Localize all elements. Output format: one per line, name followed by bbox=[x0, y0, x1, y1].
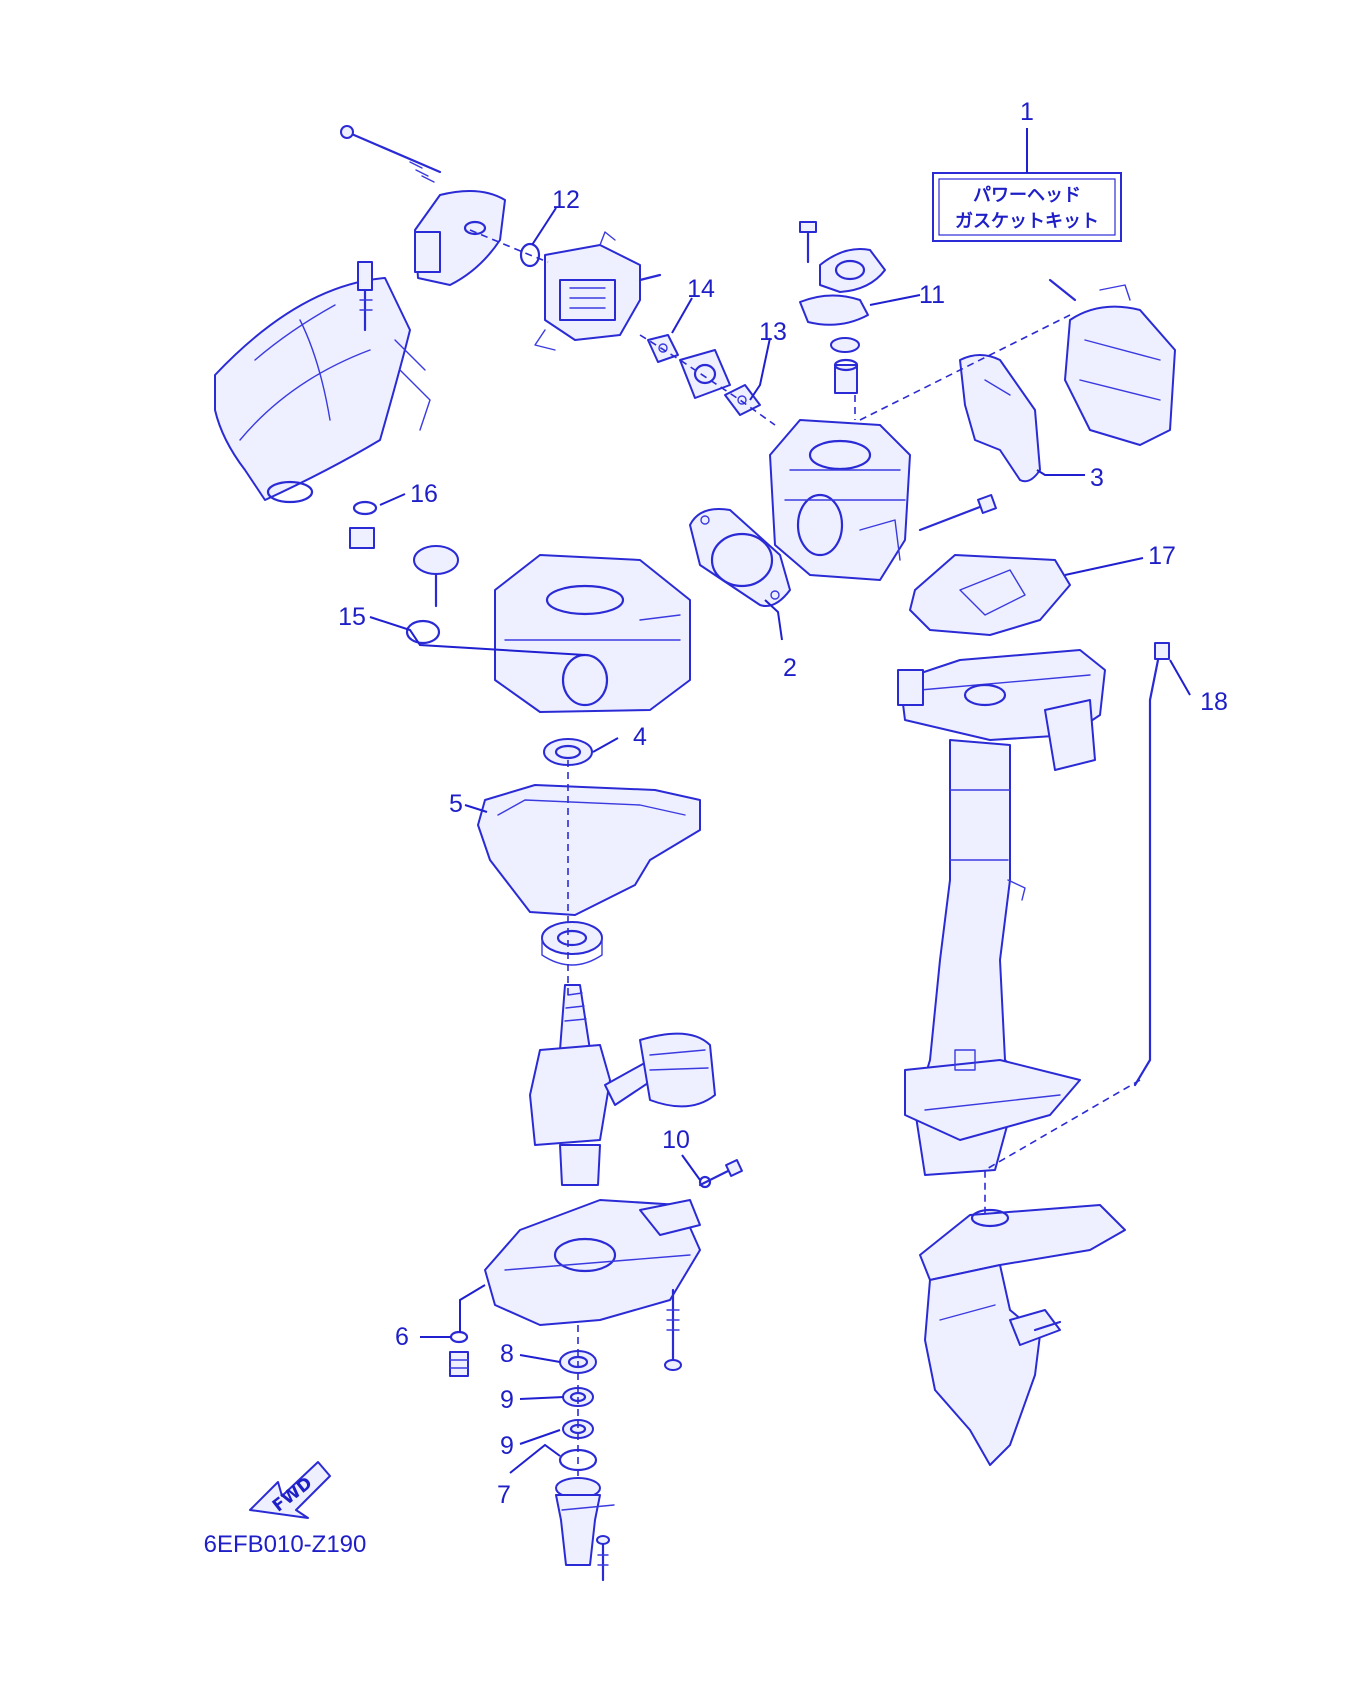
shift-rod-leader bbox=[984, 1079, 1141, 1215]
piston-connecting-rod bbox=[604, 1032, 716, 1108]
cylinder-bolt bbox=[918, 494, 997, 532]
fwd-arrow-icon: FWD bbox=[249, 1461, 331, 1519]
gasket-11 bbox=[799, 294, 869, 326]
shift-rod-18 bbox=[1133, 642, 1170, 1087]
callout-13: 13 bbox=[759, 318, 787, 346]
callout-7: 7 bbox=[497, 1481, 511, 1509]
crankcase-bolt bbox=[664, 1288, 682, 1371]
oil-plug bbox=[413, 545, 459, 608]
callout-4: 4 bbox=[633, 723, 647, 751]
callout-8: 8 bbox=[500, 1340, 514, 1368]
crankcase-lower bbox=[484, 1199, 701, 1326]
cover-sensor bbox=[357, 261, 373, 332]
cylinder-block bbox=[769, 419, 911, 581]
drain-bolt bbox=[449, 1351, 469, 1377]
flywheel-cover bbox=[214, 277, 431, 504]
callout-2: 2 bbox=[783, 654, 797, 682]
lower-unit bbox=[919, 1204, 1126, 1466]
callout-16: 16 bbox=[410, 480, 438, 508]
kit-label-line1: パワーヘッド bbox=[973, 185, 1081, 206]
intake-bracket bbox=[414, 190, 506, 286]
exhaust-guide bbox=[897, 649, 1106, 771]
carburetor bbox=[534, 231, 662, 351]
o-ring-12 bbox=[519, 242, 541, 268]
crankshaft bbox=[529, 984, 611, 1186]
crankcase-upper bbox=[494, 554, 691, 713]
callout-10: 10 bbox=[662, 1126, 690, 1154]
callout-9b: 9 bbox=[500, 1432, 514, 1460]
callout-15: 15 bbox=[338, 603, 366, 631]
callout-12: 12 bbox=[552, 186, 580, 214]
leader-lines bbox=[369, 128, 1191, 1474]
bearing-lower bbox=[541, 921, 603, 966]
seal-housing-bolt bbox=[596, 1535, 610, 1582]
thermostat-cap bbox=[830, 337, 860, 353]
assembly-line-cover bbox=[859, 314, 1071, 421]
diagram-code: 6EFB010-Z190 bbox=[204, 1531, 367, 1558]
head-gasket-2 bbox=[689, 508, 791, 607]
fuel-pump bbox=[799, 221, 886, 293]
callout-6: 6 bbox=[395, 1323, 409, 1351]
callout-1: 1 bbox=[1020, 98, 1034, 126]
callout-11: 11 bbox=[919, 281, 945, 309]
washer-16 bbox=[352, 500, 378, 516]
callout-5: 5 bbox=[449, 790, 463, 818]
washer-6 bbox=[449, 1330, 469, 1344]
exhaust-cover bbox=[1048, 278, 1176, 446]
upper-casing bbox=[904, 739, 1081, 1176]
gasket-17 bbox=[909, 554, 1071, 636]
screw-10 bbox=[698, 1159, 743, 1189]
seal-housing bbox=[555, 1477, 615, 1566]
assembly-line-intake bbox=[469, 229, 549, 263]
gasket-3 bbox=[959, 354, 1041, 483]
callout-9a: 9 bbox=[500, 1386, 514, 1414]
kit-label-line2: ガスケットキット bbox=[955, 211, 1099, 232]
intake-insulator bbox=[679, 349, 731, 399]
gasket-5 bbox=[477, 784, 701, 916]
callout-14: 14 bbox=[687, 275, 715, 303]
kit-label-box: パワーヘッド ガスケットキット bbox=[932, 172, 1122, 242]
hose-fitting bbox=[349, 527, 375, 549]
long-bolt bbox=[340, 125, 442, 183]
callout-3: 3 bbox=[1090, 464, 1104, 492]
callout-18: 18 bbox=[1200, 688, 1228, 716]
oil-seal-4 bbox=[543, 738, 593, 766]
o-ring-15 bbox=[405, 619, 441, 645]
thermostat bbox=[833, 358, 859, 394]
callout-17: 17 bbox=[1148, 542, 1176, 570]
